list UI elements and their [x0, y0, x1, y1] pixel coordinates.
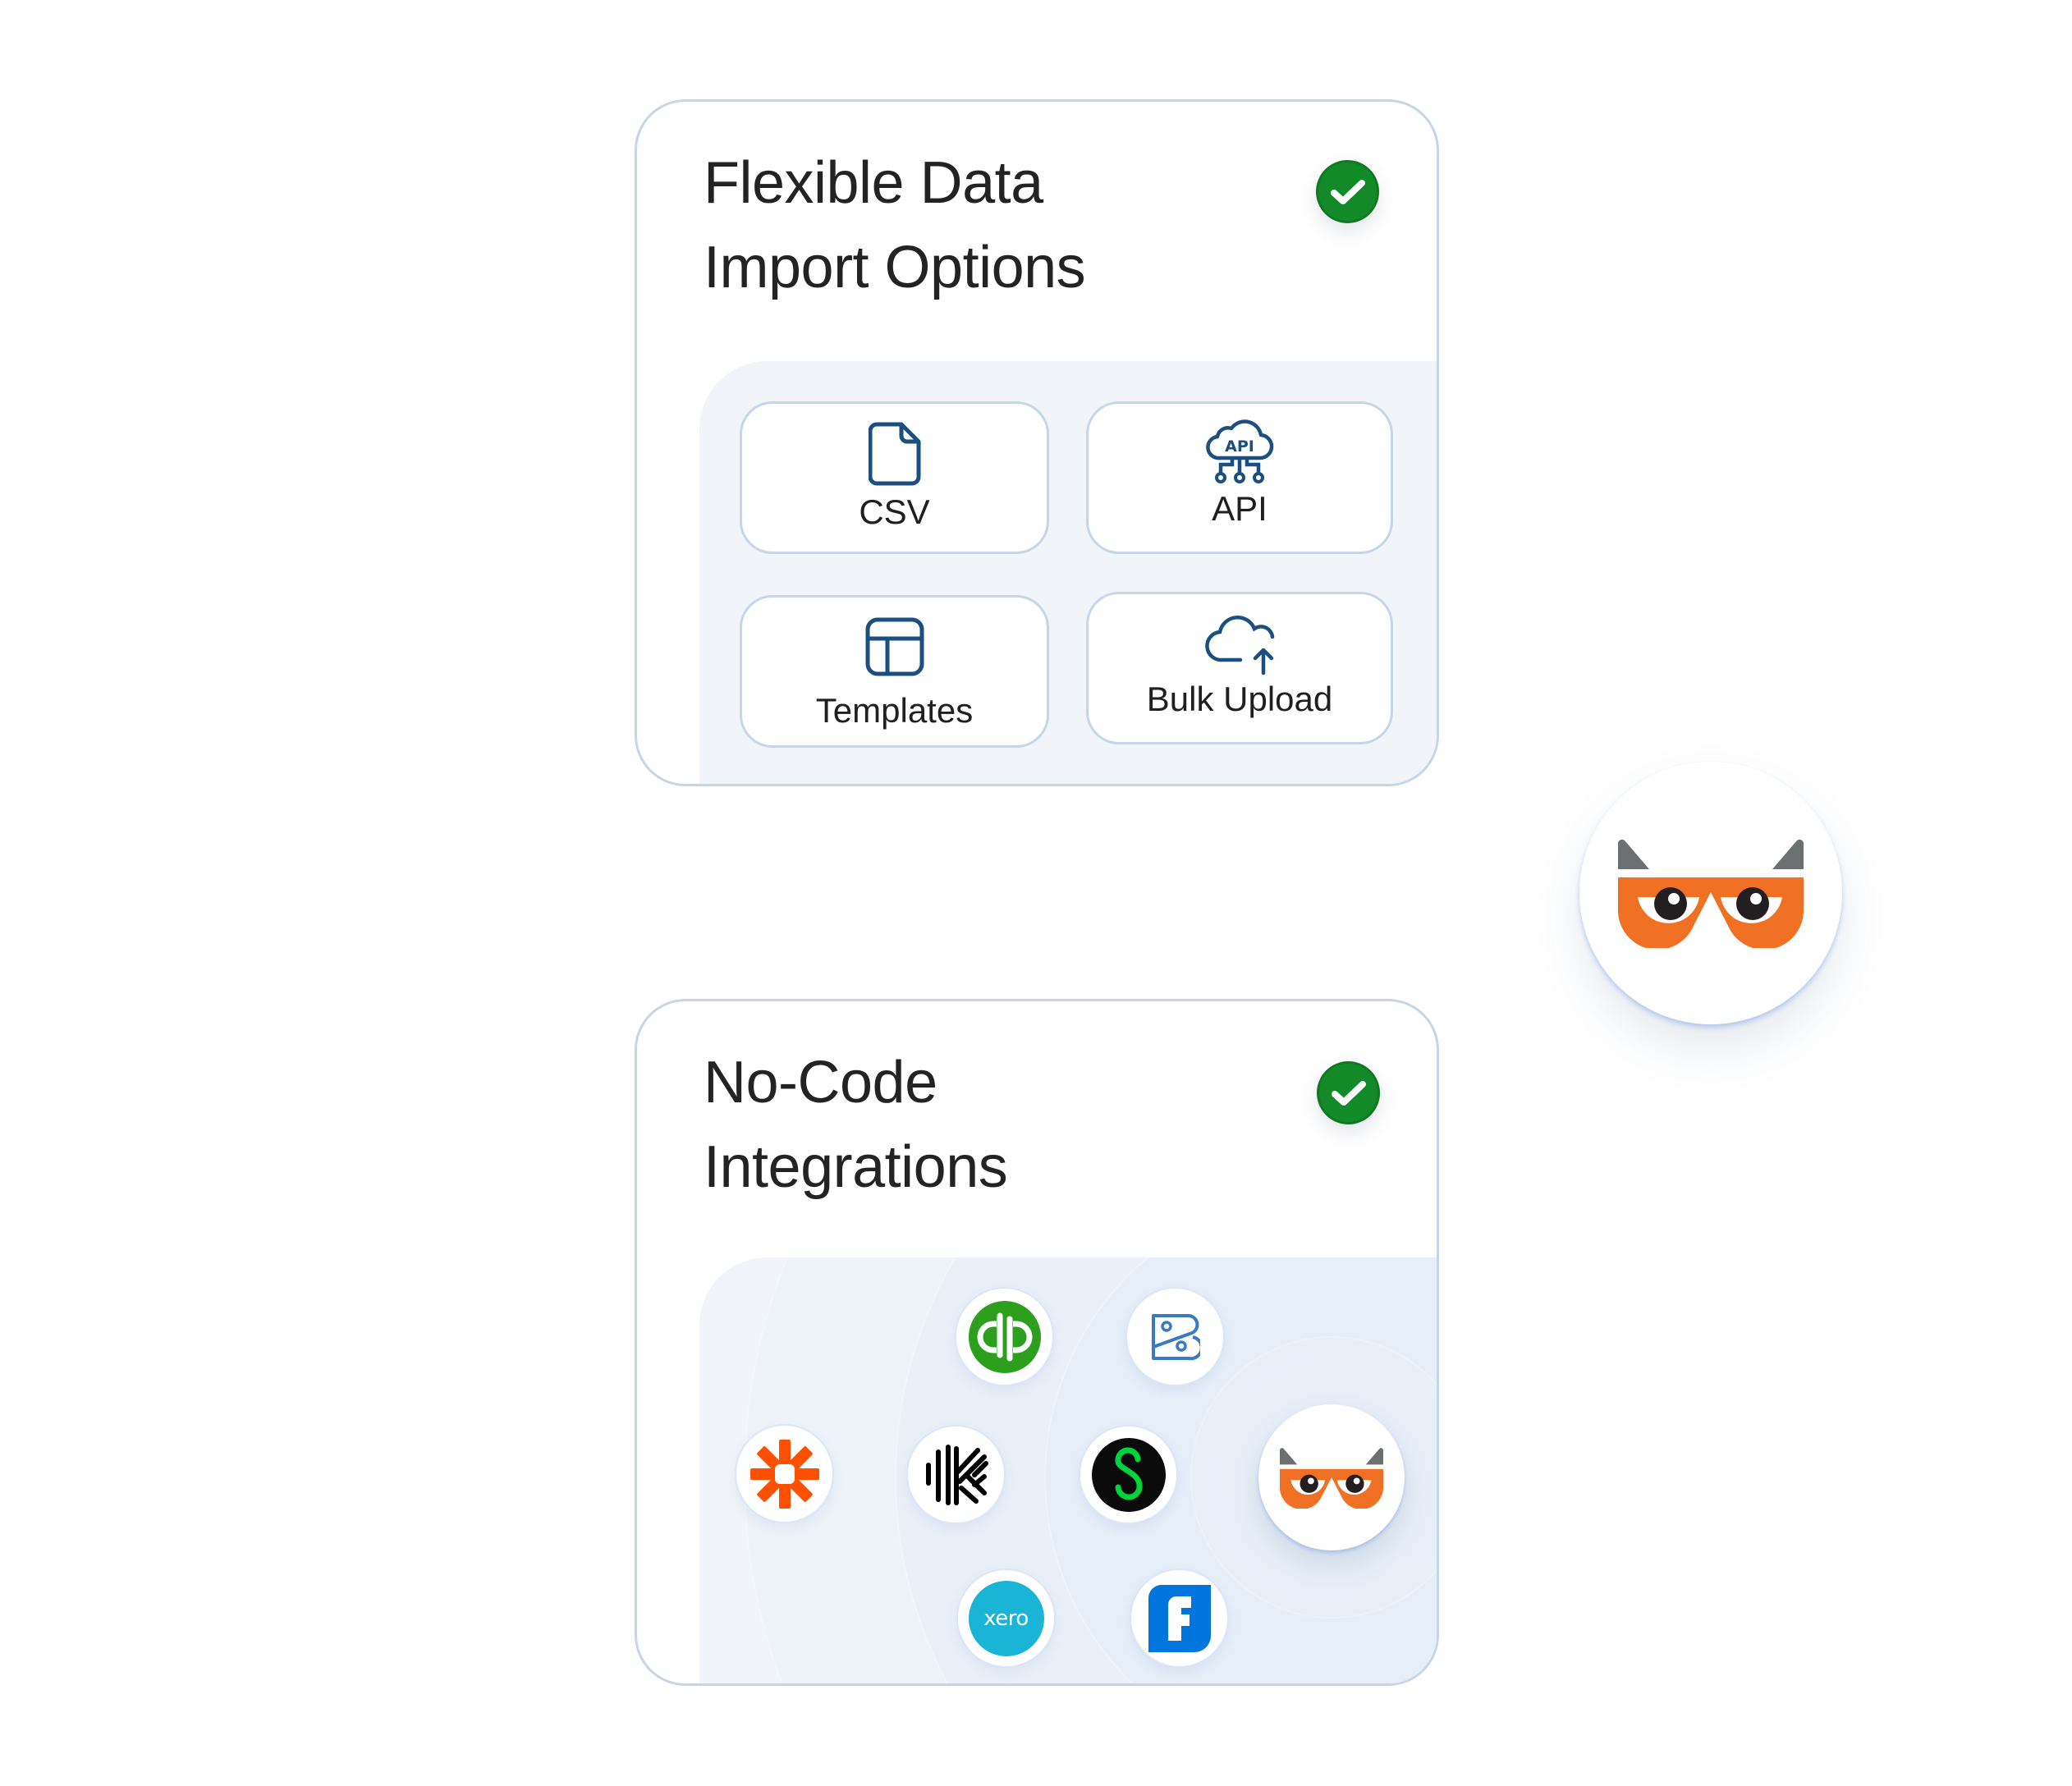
card-title: Flexible Data Import Options	[704, 141, 1086, 310]
owl-integration-hub	[1258, 1404, 1405, 1550]
bulk-upload-option-label: Bulk Upload	[1146, 680, 1333, 718]
integrations-card: No-Code Integrations	[635, 999, 1439, 1686]
freshbooks-integration[interactable]	[1130, 1568, 1229, 1668]
layout-template-icon	[865, 617, 924, 676]
api-option-button[interactable]: API API	[1086, 401, 1393, 554]
file-icon	[868, 422, 920, 486]
cloud-api-icon: API	[1206, 419, 1274, 483]
s-logo-icon	[1091, 1437, 1166, 1512]
integrations-panel: xero	[699, 1257, 1437, 1683]
quickbooks-integration[interactable]	[955, 1287, 1054, 1386]
katana-integration[interactable]	[906, 1425, 1006, 1524]
bulk-upload-option-button[interactable]: Bulk Upload	[1086, 592, 1393, 744]
s-app-integration[interactable]	[1079, 1425, 1178, 1524]
owl-mascot-badge	[1579, 762, 1842, 1024]
csv-option-button[interactable]: CSV	[740, 401, 1049, 554]
owl-logo-icon	[1280, 1447, 1383, 1509]
cloud-upload-icon	[1205, 615, 1275, 675]
owl-logo-icon	[1618, 839, 1804, 948]
api-option-label: API	[1212, 489, 1267, 528]
templates-option-button[interactable]: Templates	[740, 595, 1049, 748]
title-line-2: Integrations	[704, 1134, 1008, 1200]
templates-option-label: Templates	[815, 691, 974, 730]
title-line-2: Import Options	[704, 235, 1086, 300]
zapier-integration[interactable]	[735, 1424, 834, 1523]
xero-integration[interactable]: xero	[956, 1568, 1056, 1668]
card-title: No-Code Integrations	[704, 1041, 1008, 1210]
svg-text:API: API	[1225, 437, 1254, 456]
zapier-icon	[749, 1439, 819, 1509]
zoho-books-icon	[1151, 1313, 1200, 1360]
freshbooks-icon	[1148, 1584, 1211, 1652]
check-circle-icon	[1316, 160, 1379, 223]
import-options-card: Flexible Data Import Options CSV API API	[635, 99, 1439, 786]
quickbooks-icon	[968, 1300, 1041, 1373]
katana-icon	[925, 1444, 988, 1505]
title-line-1: No-Code	[704, 1050, 937, 1115]
xero-icon: xero	[968, 1580, 1044, 1656]
zoho-books-integration[interactable]	[1125, 1287, 1225, 1386]
title-line-1: Flexible Data	[704, 150, 1043, 216]
csv-option-label: CSV	[859, 492, 930, 531]
xero-wordmark: xero	[983, 1605, 1029, 1631]
import-options-panel: CSV API API Templates	[699, 361, 1437, 784]
check-circle-icon	[1317, 1061, 1380, 1124]
